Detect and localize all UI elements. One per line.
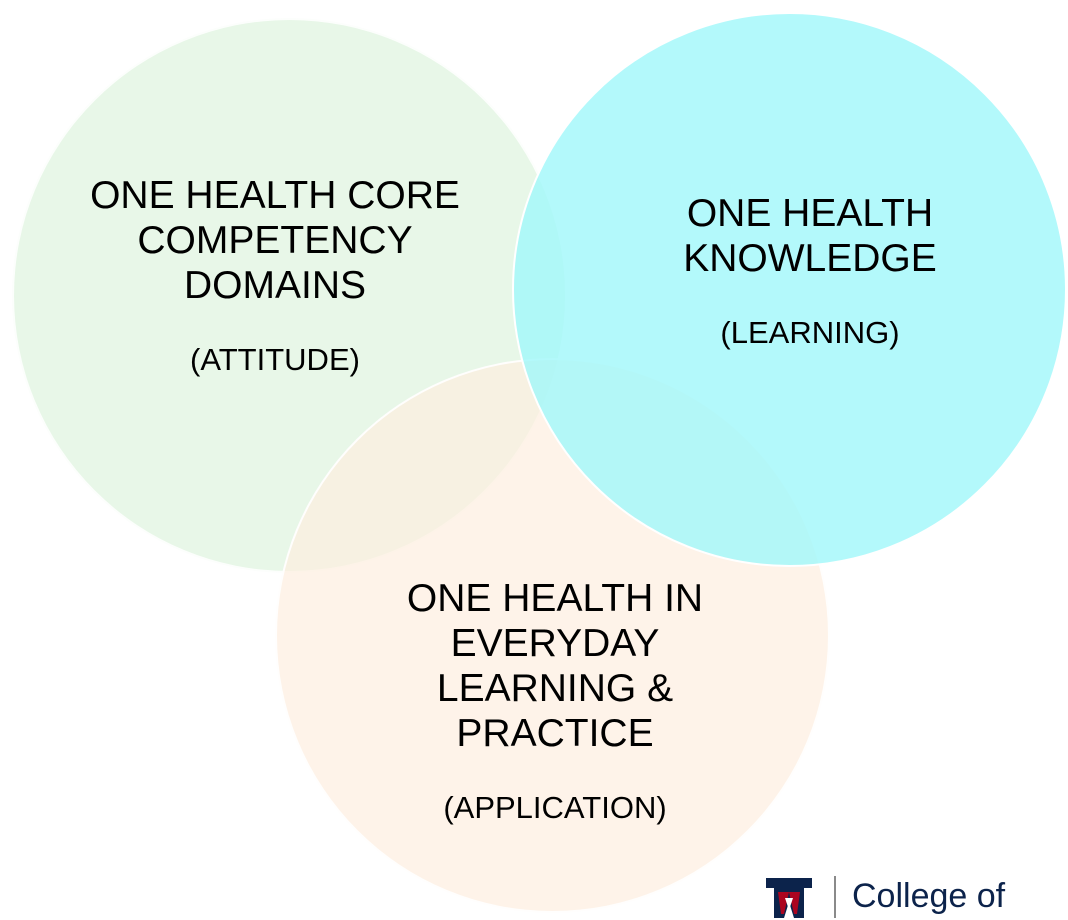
application-title: ONE HEALTH IN EVERYDAY LEARNING & PRACTI… [406,577,704,755]
college-logo: College of [764,876,1005,918]
knowledge-circle [512,12,1067,567]
college-name-text: College of [852,877,1006,915]
application-subtitle: (APPLICATION) [443,790,667,825]
application-label: ONE HEALTH IN EVERYDAY LEARNING & PRACTI… [335,558,775,844]
knowledge-label: ONE HEALTH KNOWLEDGE (LEARNING) [590,173,1030,369]
attitude-title: ONE HEALTH CORE COMPETENCY DOMAINS [90,174,460,307]
attitude-label: ONE HEALTH CORE COMPETENCY DOMAINS (ATTI… [55,155,495,396]
logo-divider [834,876,836,918]
knowledge-subtitle: (LEARNING) [720,315,900,350]
knowledge-title: ONE HEALTH KNOWLEDGE [683,192,937,280]
university-of-arizona-a-icon [766,878,812,918]
attitude-subtitle: (ATTITUDE) [190,342,360,377]
